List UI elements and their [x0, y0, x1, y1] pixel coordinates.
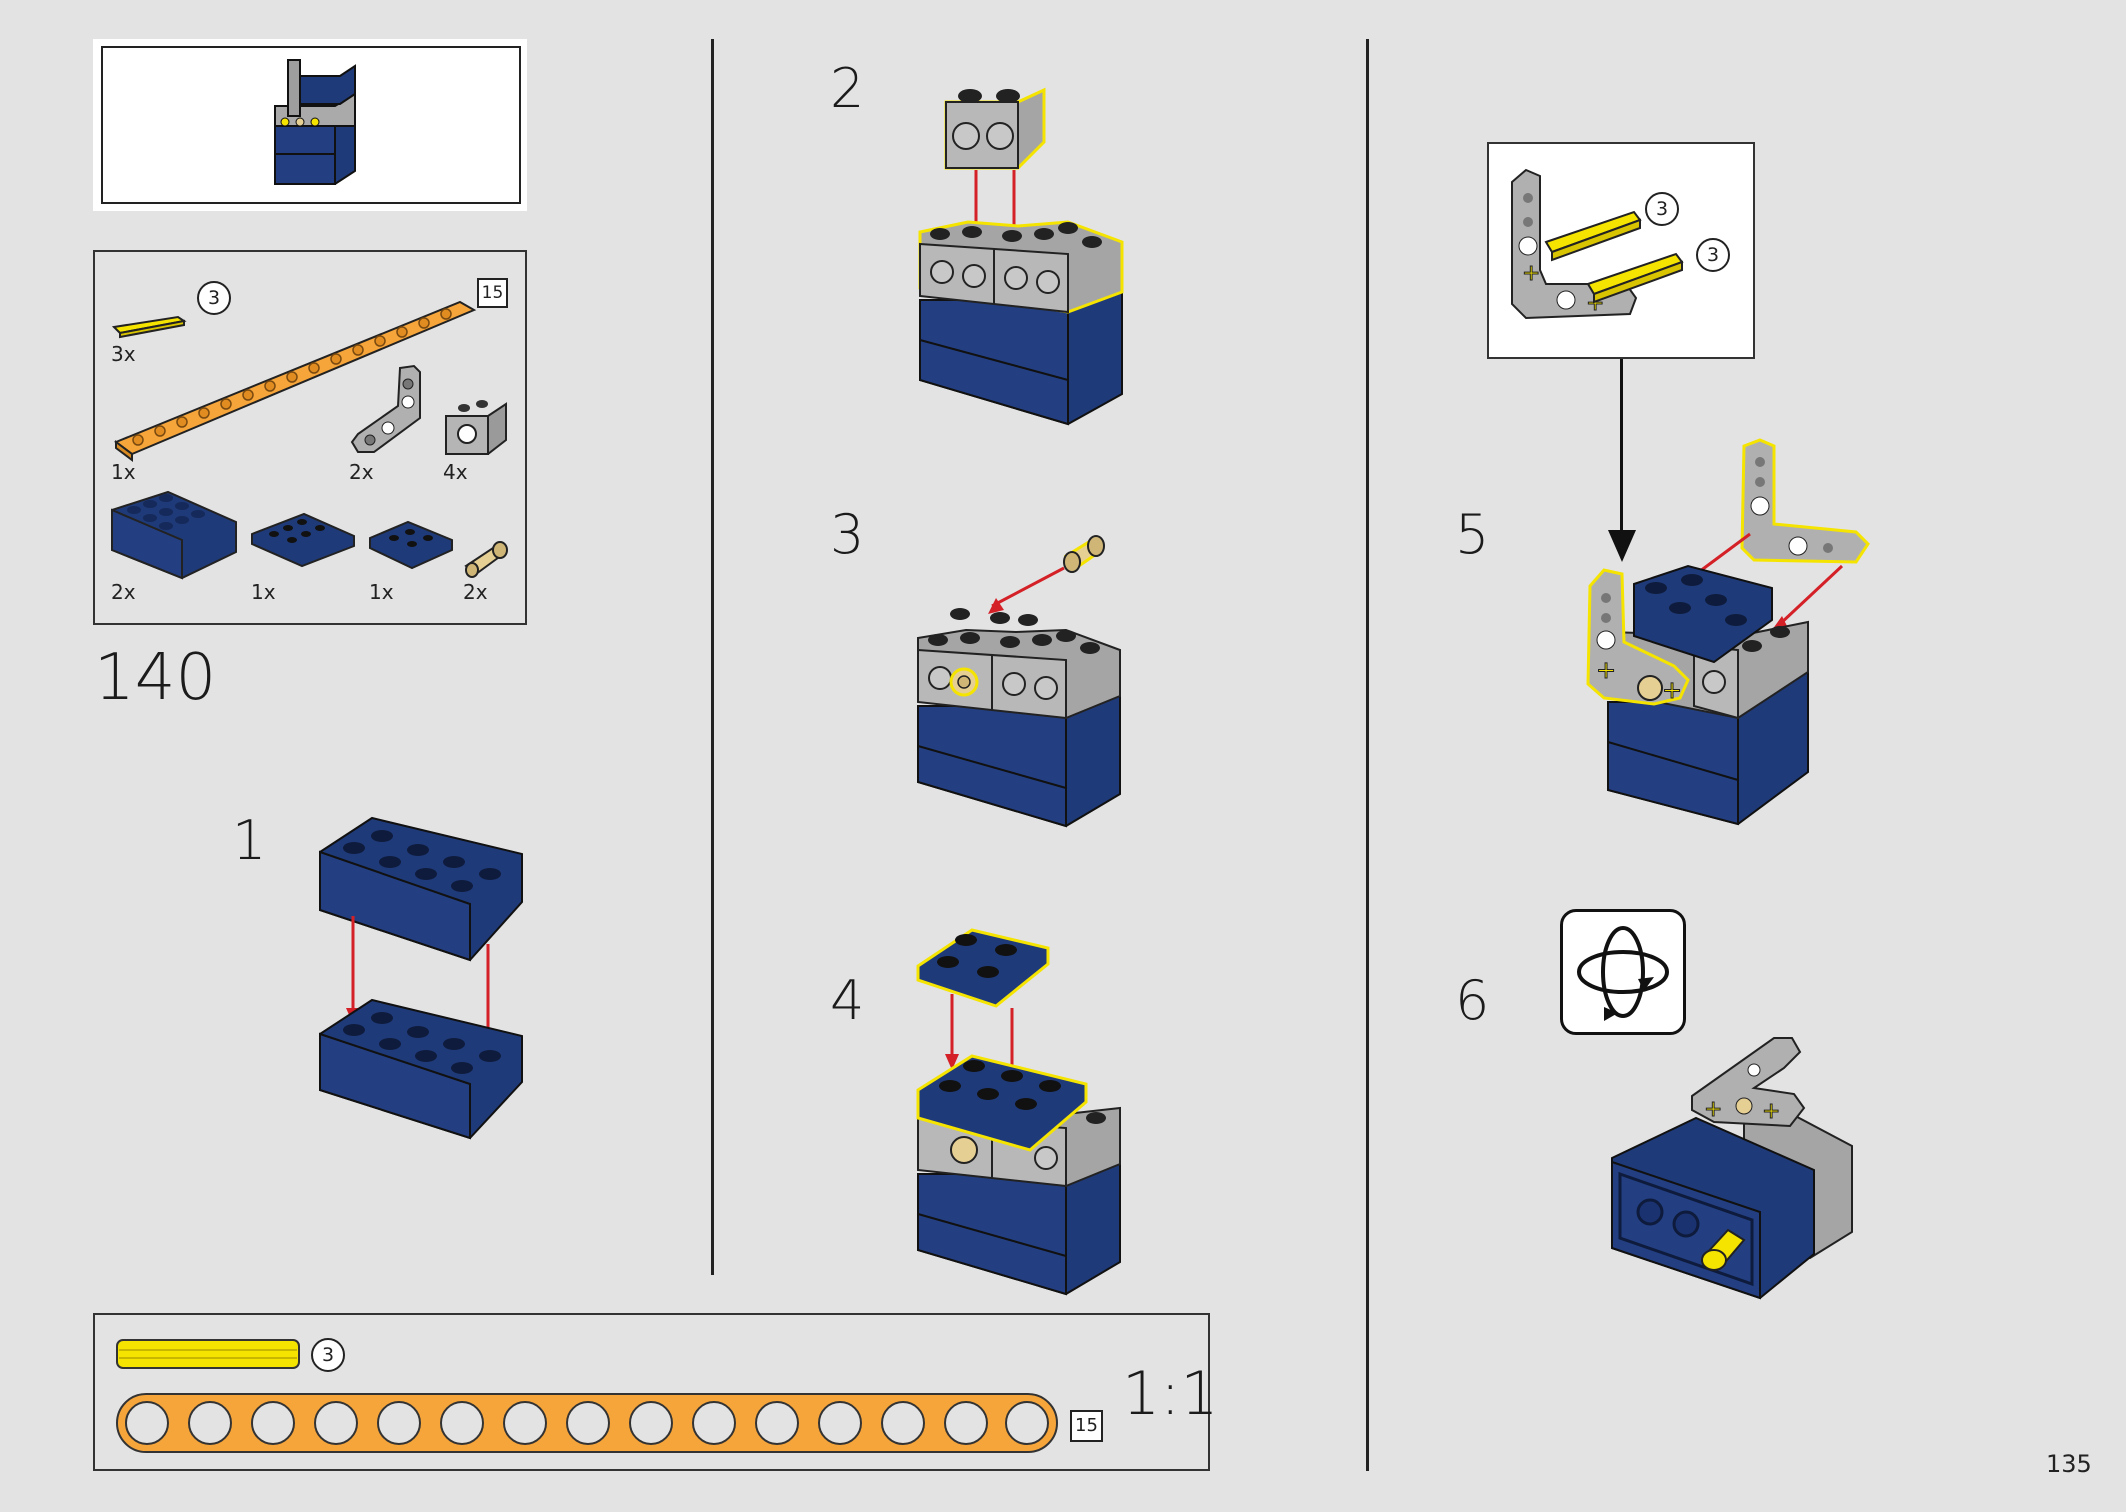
- callout-connector-line: [1620, 359, 1623, 531]
- svg-text:+: +: [1704, 1097, 1722, 1122]
- beam-qty: 1x: [111, 460, 136, 484]
- step-2-number: 2: [830, 57, 865, 120]
- svg-text:+: +: [1522, 261, 1540, 286]
- step-3-illustration: [917, 535, 1121, 828]
- step-5-number: 5: [1455, 503, 1490, 566]
- submodel-step-number: 140: [94, 641, 217, 715]
- plate-2x4-qty: 1x: [251, 580, 276, 604]
- svg-text:+: +: [1662, 676, 1682, 704]
- pin-qty: 2x: [463, 580, 488, 604]
- step-2-illustration: [918, 87, 1124, 426]
- angle-beam-qty: 2x: [349, 460, 374, 484]
- rotate-arrows-glyph: [1577, 926, 1669, 1021]
- callout-axle-length-badge-2: 3: [1696, 238, 1730, 272]
- svg-text:+: +: [1762, 1099, 1780, 1124]
- plate-2x2-part-icon: [369, 520, 453, 570]
- plate-2x4-part-icon: [251, 512, 355, 568]
- technic-brick-part-icon: [445, 400, 507, 455]
- step-6-illustration: + +: [1611, 1037, 1853, 1300]
- scale-label: 1:1: [1122, 1359, 1219, 1429]
- column-divider-left: [711, 39, 714, 1275]
- step-5-illustration: + +: [1586, 438, 1870, 826]
- step-4-number: 4: [830, 969, 865, 1032]
- brick-2x4-qty: 2x: [111, 580, 136, 604]
- beam-part-icon: [113, 300, 477, 462]
- step-1-number: 1: [232, 809, 267, 872]
- technic-brick-qty: 4x: [443, 460, 468, 484]
- callout-axle-length-badge-1: 3: [1645, 192, 1679, 226]
- submodel-preview-image: [274, 59, 356, 185]
- plate-2x2-qty: 1x: [369, 580, 394, 604]
- beam-length-badge: 15: [477, 278, 508, 308]
- angle-beam-part-icon: [350, 364, 421, 453]
- step-4-illustration: [916, 928, 1121, 1296]
- step-3-number: 3: [830, 503, 865, 566]
- callout-connector-arrowhead: [1608, 530, 1636, 562]
- axle-qty: 3x: [111, 342, 136, 366]
- step-6-number: 6: [1455, 969, 1490, 1032]
- callout-angle-beam-illustration: + +: [1511, 168, 1684, 320]
- svg-text:+: +: [1596, 656, 1616, 684]
- scale-axle-length-badge: 3: [311, 1338, 345, 1372]
- pin-part-icon: [464, 541, 508, 578]
- scale-beam-icon: [116, 1393, 1058, 1453]
- axle-part-icon: [111, 315, 187, 339]
- scale-axle-icon: [116, 1339, 300, 1369]
- column-divider-right: [1366, 39, 1369, 1471]
- axle-length-badge: 3: [197, 281, 231, 315]
- brick-2x4-part-icon: [111, 490, 237, 580]
- scale-beam-length-badge: 15: [1070, 1410, 1103, 1442]
- step-1-illustration: [319, 816, 523, 1140]
- page-number: 135: [2046, 1450, 2092, 1478]
